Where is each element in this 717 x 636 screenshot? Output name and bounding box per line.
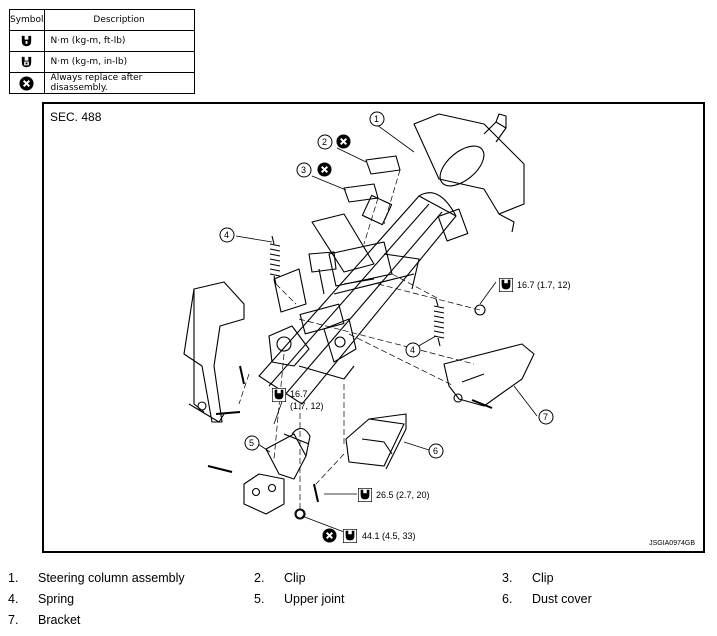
torque-spec-label: 16.7 (1.7, 12) [517, 280, 571, 290]
always-replace-icon [322, 528, 337, 543]
torque-wrench-icon [358, 488, 372, 502]
list-item: 1. Steering column assembly [8, 571, 185, 585]
callout-circle [405, 342, 421, 358]
part-number: 4. [8, 592, 19, 606]
dust-cover-drawing [345, 413, 407, 470]
callout-1: 1 [374, 114, 380, 124]
legend-header-symbol: Symbol [9, 9, 45, 31]
torque-wrench-icon [22, 35, 32, 46]
torque-wrench-icon [343, 529, 357, 543]
part-name: Steering column assembly [38, 571, 185, 585]
callout-4: 4 [224, 230, 230, 240]
callout-6: 6 [433, 446, 439, 456]
clip-lower-drawing [343, 183, 379, 203]
list-item: 2. Clip [254, 571, 306, 585]
always-replace-icon [336, 134, 351, 149]
clip-upper-drawing [365, 155, 401, 175]
callout-circle [428, 443, 444, 459]
callout-circle [538, 409, 554, 425]
part-name: Bracket [38, 613, 81, 627]
legend-description: Always replace after disassembly. [43, 72, 195, 94]
torque-spec-label: 16.7 [290, 389, 308, 399]
figure-code: JSGIA0974GB [649, 540, 695, 547]
callout-4: 4 [410, 345, 416, 355]
legend-header-row: Symbol Description [9, 9, 195, 31]
torque-spec-label: 44.1 (4.5, 33) [362, 531, 416, 541]
parts-drawing [183, 111, 554, 543]
torque-wrench-icon [272, 388, 286, 402]
torque-spec-label: (1.7, 12) [290, 401, 324, 411]
list-item: 7. Bracket [8, 613, 80, 627]
always-replace-icon [317, 162, 332, 177]
torque-spec-label: 26.5 (2.7, 20) [376, 490, 430, 500]
always-replace-icon [19, 75, 34, 91]
steering-column-exploded-view: SEC. 488 [42, 102, 705, 553]
part-number: 5. [254, 592, 265, 606]
part-number: 7. [8, 613, 19, 627]
callout-5: 5 [249, 438, 255, 448]
section-label: SEC. 488 [50, 110, 102, 124]
part-name: Dust cover [532, 592, 592, 606]
torque-wrench-small-icon [22, 56, 32, 67]
part-number: 2. [254, 571, 265, 585]
list-item: 3. Clip [502, 571, 554, 585]
callout-circle [219, 227, 235, 243]
legend-row: N·m (kg-m, ft-lb) [9, 30, 195, 52]
pedal-bracket-drawing [183, 281, 245, 423]
callout-2: 2 [322, 137, 328, 147]
legend-description: N·m (kg-m, in-lb) [43, 51, 195, 73]
legend-header-description: Description [43, 9, 195, 31]
callout-circle [369, 111, 385, 127]
joint-bolt-drawing [207, 465, 233, 473]
callout-circle [244, 435, 260, 451]
part-name: Upper joint [284, 592, 345, 606]
steering-column-drawing [258, 113, 525, 405]
list-item: 6. Dust cover [502, 592, 592, 606]
symbol-legend-table: Symbol Description N·m (kg-m, ft-lb) N·m… [9, 9, 195, 94]
legend-row: Always replace after disassembly. [9, 72, 195, 94]
part-name: Spring [38, 592, 75, 606]
bracket-drawing [443, 343, 535, 407]
part-name: Clip [284, 571, 306, 585]
list-item: 5. Upper joint [254, 592, 344, 606]
callout-circle [296, 162, 312, 178]
part-name: Clip [532, 571, 554, 585]
spring-lower-drawing [433, 298, 445, 347]
legend-description: N·m (kg-m, ft-lb) [43, 30, 195, 52]
legend-row: N·m (kg-m, in-lb) [9, 51, 195, 73]
callout-7: 7 [543, 412, 549, 422]
callout-3: 3 [301, 165, 307, 175]
torque-wrench-icon [499, 278, 513, 292]
list-item: 4. Spring [8, 592, 74, 606]
part-number: 6. [502, 592, 513, 606]
callout-circle [317, 134, 333, 150]
part-number: 1. [8, 571, 19, 585]
part-number: 3. [502, 571, 513, 585]
spring-upper-drawing [269, 235, 281, 285]
